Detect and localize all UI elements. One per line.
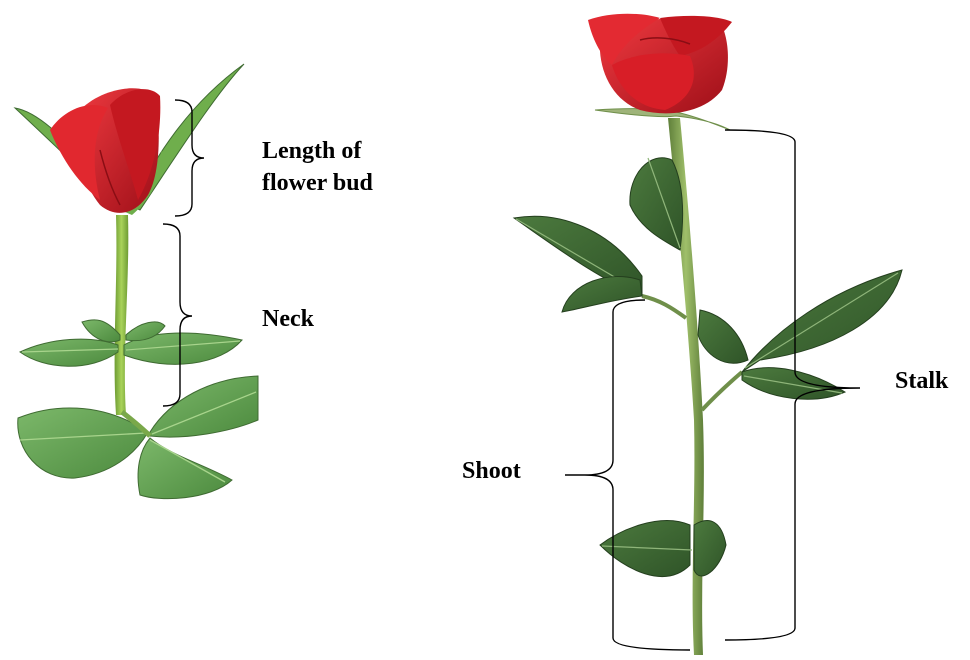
- left-stem: [115, 215, 129, 415]
- bud-length-label-line2: flower bud: [262, 167, 373, 199]
- left-leaves-upper: [20, 320, 242, 366]
- stalk-label: Stalk: [895, 365, 948, 397]
- shoot-label: Shoot: [462, 455, 521, 487]
- bud-length-label: Length of flower bud: [262, 135, 373, 199]
- shoot-bracket: [565, 300, 690, 650]
- bud-length-label-line1: Length of: [262, 135, 373, 167]
- neck-bracket: [163, 224, 192, 406]
- right-rose: [514, 14, 902, 655]
- left-leaves-lower: [18, 376, 258, 499]
- left-rose: [15, 64, 258, 499]
- right-rose-head: [588, 14, 732, 114]
- neck-label: Neck: [262, 303, 314, 335]
- left-flower-bud: [50, 88, 160, 213]
- right-leaves: [514, 158, 902, 577]
